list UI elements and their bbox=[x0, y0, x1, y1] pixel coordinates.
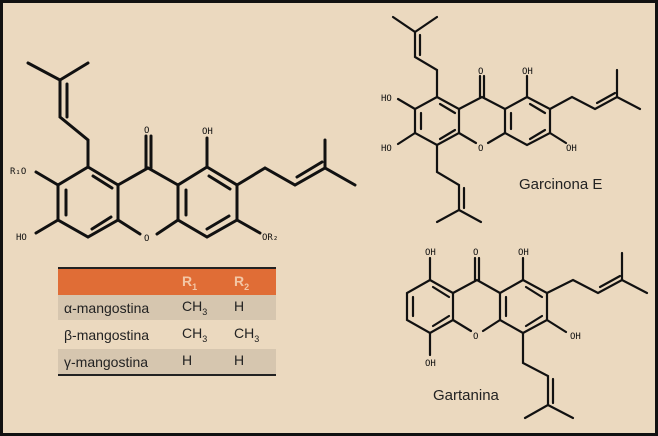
r1-text: CH bbox=[182, 298, 203, 315]
or2-label: OR₂ bbox=[262, 233, 278, 243]
r2-value: H bbox=[228, 348, 276, 375]
oh-label: OH bbox=[202, 127, 213, 137]
gartanina-structure: O OH OH OH O OH bbox=[405, 248, 649, 420]
r1-text: H bbox=[182, 352, 193, 369]
oh-label: OH bbox=[566, 144, 577, 154]
r1-sub: 3 bbox=[202, 306, 208, 317]
carbonyl-o: O bbox=[478, 67, 483, 77]
garcinona-e-label: Garcinona E bbox=[519, 176, 603, 193]
r2-value: H bbox=[228, 295, 276, 321]
r1o-label: R₁O bbox=[10, 167, 26, 177]
substituent-table: R1 R2 α-mangostina CH3 H β-mangostina CH… bbox=[58, 267, 276, 376]
r1-text: CH bbox=[182, 325, 203, 342]
r2-text: CH bbox=[234, 325, 255, 342]
table-row: α-mangostina CH3 H bbox=[58, 295, 276, 321]
header-r2: R2 bbox=[228, 268, 276, 295]
ring-o: O bbox=[144, 234, 149, 244]
oh-label: OH bbox=[425, 248, 436, 258]
mangostin-structure: O OH R₁O HO O OR₂ bbox=[10, 61, 357, 244]
oh-label: OH bbox=[518, 248, 529, 258]
header-r1-sub: 1 bbox=[192, 281, 198, 292]
ho-label: HO bbox=[381, 94, 392, 104]
ring-o: O bbox=[473, 332, 478, 342]
ho-label: HO bbox=[16, 233, 27, 243]
r2-value: CH3 bbox=[228, 320, 276, 349]
carbonyl-o: O bbox=[473, 248, 478, 258]
compound-name: β-mangostina bbox=[58, 320, 176, 349]
oh-label: OH bbox=[522, 67, 533, 77]
header-empty bbox=[58, 268, 176, 295]
ring-o: O bbox=[478, 144, 483, 154]
table-header: R1 R2 bbox=[58, 268, 276, 295]
header-r2-sub: 2 bbox=[244, 281, 250, 292]
r2-sub: 3 bbox=[254, 333, 260, 344]
compound-name: α-mangostina bbox=[58, 295, 176, 321]
carbonyl-o: O bbox=[144, 126, 149, 136]
r1-value: CH3 bbox=[176, 320, 228, 349]
table-row: γ-mangostina H H bbox=[58, 348, 276, 375]
r1-sub: 3 bbox=[202, 333, 208, 344]
r1-value: CH3 bbox=[176, 295, 228, 321]
r1-value: H bbox=[176, 348, 228, 375]
header-r1-text: R bbox=[182, 272, 193, 289]
r2-text: H bbox=[234, 298, 245, 315]
header-r1: R1 bbox=[176, 268, 228, 295]
table-row: β-mangostina CH3 CH3 bbox=[58, 320, 276, 349]
compound-name: γ-mangostina bbox=[58, 348, 176, 375]
oh-label: OH bbox=[425, 359, 436, 369]
oh-label: OH bbox=[570, 332, 581, 342]
gartanina-label: Gartanina bbox=[433, 387, 499, 404]
r2-text: H bbox=[234, 352, 245, 369]
garcinona-structure: O OH HO HO O OH bbox=[381, 15, 642, 224]
ho-label: HO bbox=[381, 144, 392, 154]
header-r2-text: R bbox=[234, 272, 245, 289]
